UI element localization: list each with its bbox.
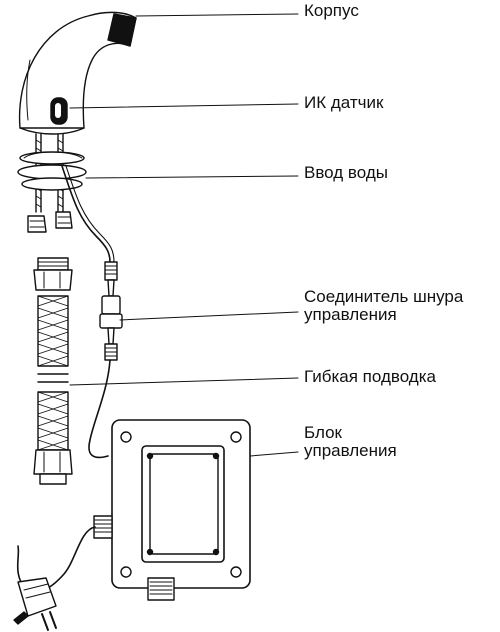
label-cable-connector-line2: управления	[304, 305, 397, 324]
cable-to-control-unit	[88, 359, 111, 459]
cable-connector	[99, 261, 123, 361]
leader-lines	[69, 13, 299, 457]
mounting-nuts	[27, 211, 73, 233]
label-cable-connector-line1: Соединитель шнура	[304, 287, 464, 306]
label-water-inlet: Ввод воды	[304, 163, 388, 182]
label-body: Корпус	[304, 1, 359, 20]
faucet-body	[18, 11, 137, 135]
label-control-unit-line1: Блок	[304, 423, 342, 442]
power-plug	[13, 577, 57, 631]
control-unit	[93, 419, 251, 601]
label-ir-sensor: ИК датчик	[304, 93, 384, 112]
label-control-unit-line2: управления	[304, 441, 397, 460]
ir-sensor-window	[50, 97, 68, 125]
label-flexible-hose: Гибкая подводка	[304, 367, 436, 386]
mounting-washers	[17, 151, 87, 191]
flexible-hose	[33, 257, 73, 485]
control-cable	[61, 165, 115, 263]
